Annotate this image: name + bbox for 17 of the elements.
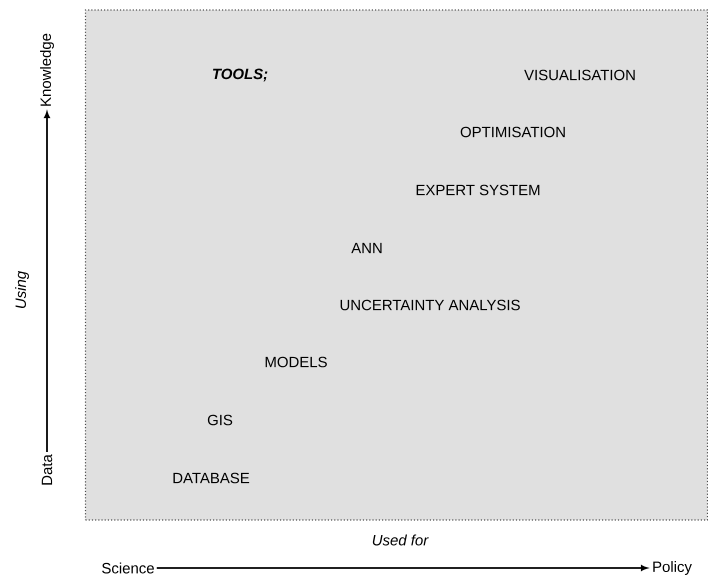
tool-label: GIS (208, 414, 232, 426)
heading: TOOLS; (212, 68, 268, 82)
tool-label: VISUALISATION (524, 70, 635, 80)
tool-label: OPTIMISATION (460, 126, 565, 138)
axis-label: Knowledge (40, 34, 54, 106)
axis-label: Science (102, 562, 154, 574)
tool-label: EXPERT SYSTEM (416, 184, 540, 196)
arrow (156, 565, 648, 571)
tool-label: ANN (351, 242, 382, 254)
axis-label: Data (42, 454, 52, 485)
tool-label: DATABASE (173, 472, 250, 484)
tool-label: UNCERTAINTY ANALYSIS (340, 300, 520, 310)
arrow (44, 112, 50, 452)
tool-label: MODELS (266, 356, 327, 368)
edge-label: Using (15, 271, 29, 308)
edge-label: Used for (372, 534, 429, 546)
axis-label: Policy (653, 561, 692, 575)
